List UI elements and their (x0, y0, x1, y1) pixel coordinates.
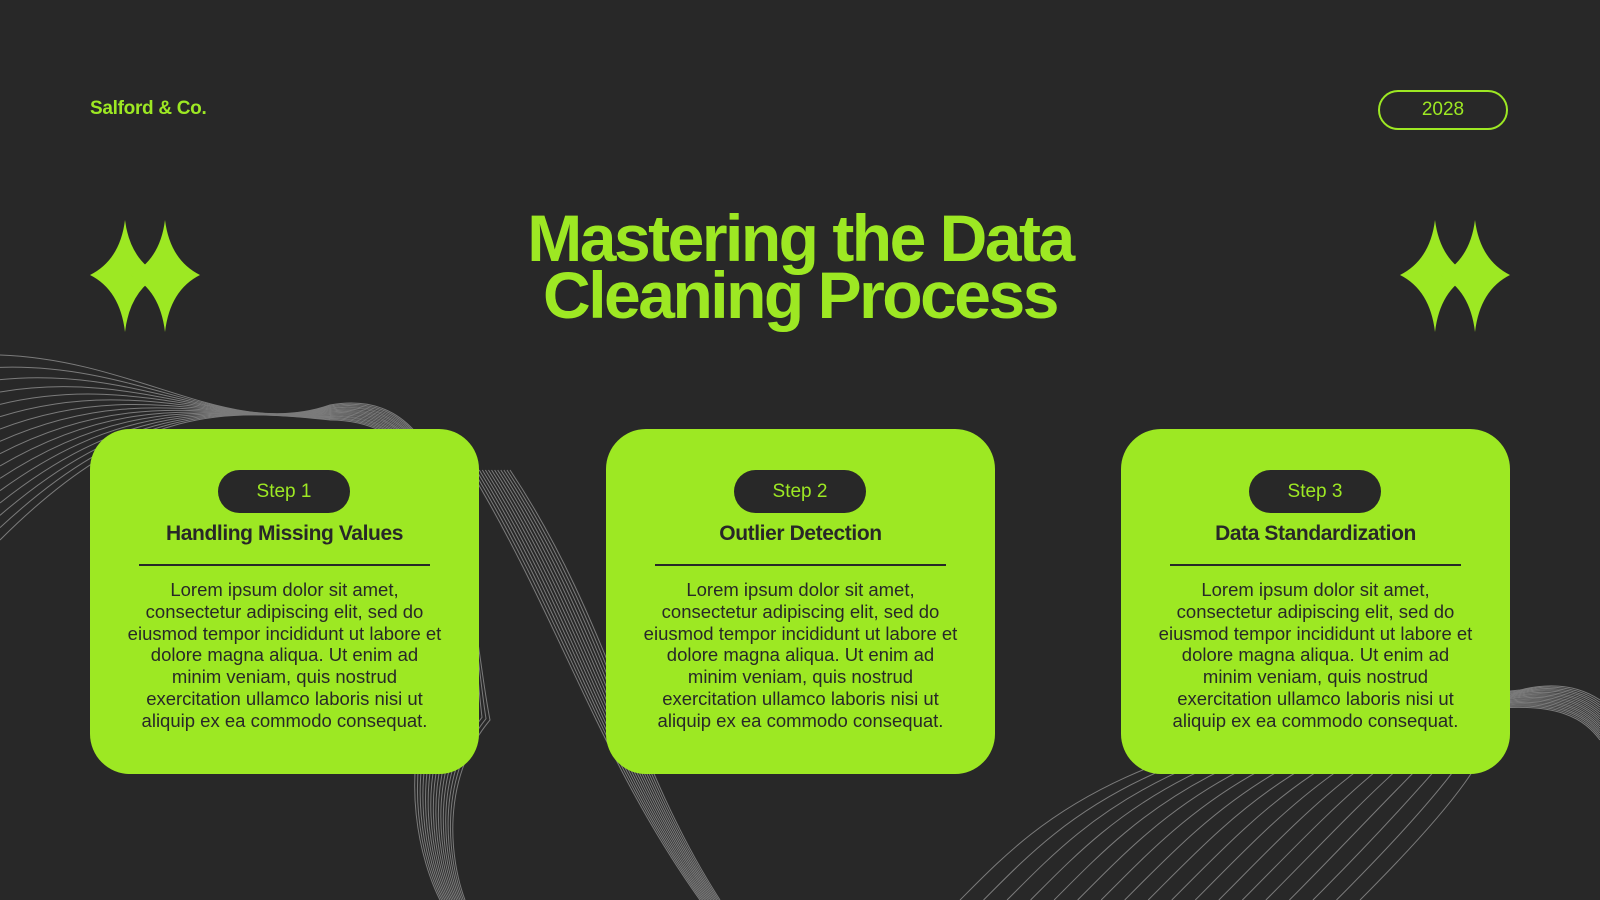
divider (139, 564, 430, 566)
divider (1170, 564, 1461, 566)
sparkle-icon (90, 220, 200, 332)
step-card-description: Lorem ipsum dolor sit amet, consectetur … (643, 579, 958, 731)
year-badge: 2028 (1378, 90, 1508, 130)
divider (655, 564, 946, 566)
step-card: Step 2 Outlier Detection Lorem ipsum dol… (606, 429, 995, 774)
step-card-description: Lorem ipsum dolor sit amet, consectetur … (1158, 579, 1473, 731)
sparkle-icon (1400, 220, 1510, 332)
step-badge: Step 1 (218, 470, 350, 513)
step-card: Step 1 Handling Missing Values Lorem ips… (90, 429, 479, 774)
step-badge: Step 2 (734, 470, 866, 513)
step-card-title: Handling Missing Values (165, 522, 404, 545)
step-card-title: Outlier Detection (719, 522, 882, 545)
page-title: Mastering the Data Cleaning Process (400, 201, 1200, 332)
page-title-line-2: Cleaning Process (543, 258, 1059, 332)
step-card: Step 3 Data Standardization Lorem ipsum … (1121, 429, 1510, 774)
brand-name: Salford & Co. (90, 98, 207, 119)
step-badge: Step 3 (1249, 470, 1381, 513)
page-title-line-1: Mastering the Data (527, 201, 1075, 275)
step-card-title: Data Standardization (1215, 522, 1416, 545)
step-card-description: Lorem ipsum dolor sit amet, consectetur … (127, 579, 442, 731)
